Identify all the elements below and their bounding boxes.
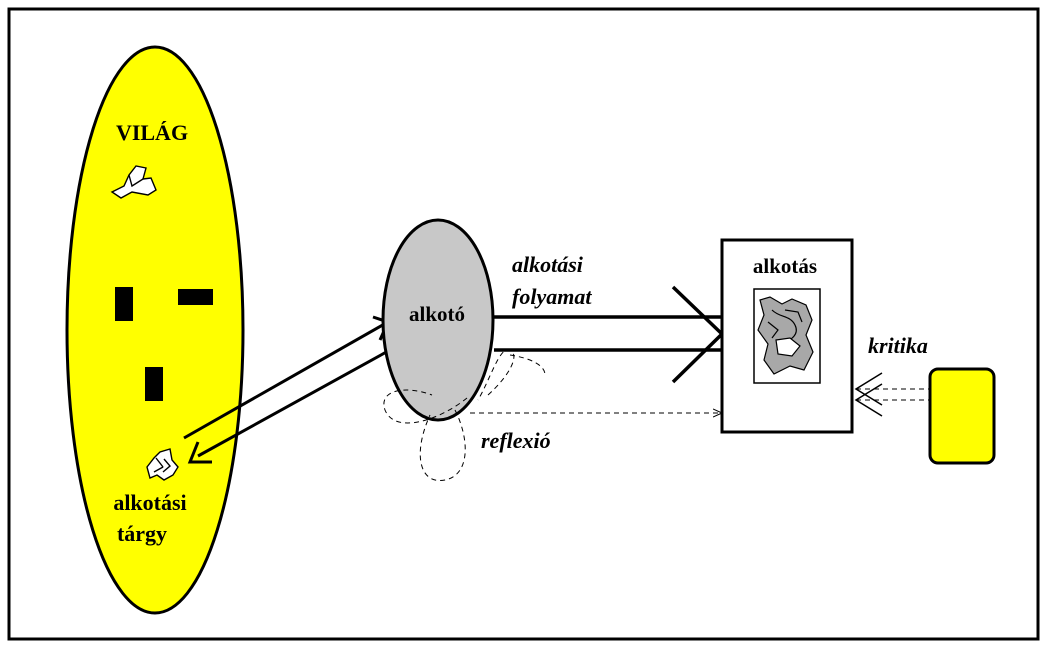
object-label-line1: alkotási: [113, 490, 186, 515]
reflection-label: reflexió: [481, 428, 551, 453]
creative-object-icon: [146, 448, 179, 481]
process-label-line1: alkotási: [512, 252, 584, 277]
world-ellipse: [65, 45, 245, 615]
artwork-painting-icon: [757, 296, 814, 375]
world-block-1: [115, 287, 133, 321]
world-sketch-icon: [110, 165, 157, 199]
critic-box: [928, 367, 996, 465]
critique-label: kritika: [868, 333, 928, 358]
critique-arrows: [854, 372, 930, 417]
object-label-line2: tárgy: [117, 521, 167, 546]
world-block-3: [145, 367, 163, 401]
artwork-label: alkotás: [753, 254, 817, 278]
world-block-2: [178, 289, 213, 305]
reflection-loops: [383, 349, 722, 482]
creator-label: alkotó: [409, 302, 465, 326]
world-label: VILÁG: [116, 120, 188, 145]
process-label-line2: folyamat: [512, 284, 592, 309]
creator-ellipse: [381, 218, 495, 422]
